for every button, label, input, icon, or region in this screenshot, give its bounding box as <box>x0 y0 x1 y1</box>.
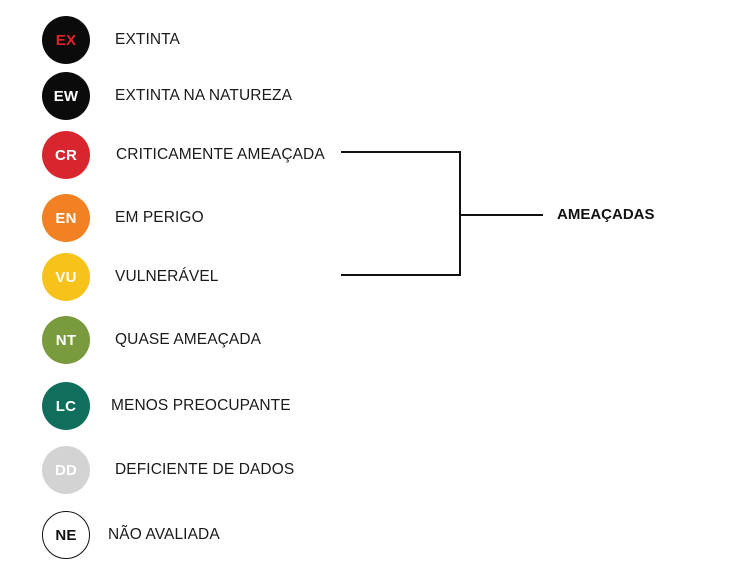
status-badge-en: EN <box>42 194 90 242</box>
status-badge-vu: VU <box>42 253 90 301</box>
category-label-vu: VULNERÁVEL <box>115 268 219 285</box>
category-label-cr: CRITICAMENTE AMEAÇADA <box>116 146 325 163</box>
category-label-en: EM PERIGO <box>115 209 204 226</box>
status-badge-ne: NE <box>42 511 90 559</box>
legend-item-lc: LC MENOS PREOCUPANTE <box>0 382 360 432</box>
legend-item-vu: VU VULNERÁVEL <box>0 253 360 303</box>
legend-item-cr: CR CRITICAMENTE AMEAÇADA <box>0 131 360 181</box>
legend-item-ew: EW EXTINTA NA NATUREZA <box>0 72 360 122</box>
legend-item-nt: NT QUASE AMEAÇADA <box>0 316 360 366</box>
legend-item-ne: NE NÃO AVALIADA <box>0 511 360 561</box>
status-badge-dd: DD <box>42 446 90 494</box>
status-badge-ew: EW <box>42 72 90 120</box>
status-badge-lc: LC <box>42 382 90 430</box>
status-badge-ex: EX <box>42 16 90 64</box>
legend-item-dd: DD DEFICIENTE DE DADOS <box>0 446 360 496</box>
category-label-ne: NÃO AVALIADA <box>108 526 220 543</box>
legend-item-en: EN EM PERIGO <box>0 194 360 244</box>
category-label-ex: EXTINTA <box>115 31 181 48</box>
category-label-nt: QUASE AMEAÇADA <box>115 331 262 348</box>
category-label-dd: DEFICIENTE DE DADOS <box>115 461 295 478</box>
category-label-ew: EXTINTA NA NATUREZA <box>115 87 293 104</box>
status-badge-cr: CR <box>42 131 90 179</box>
legend-item-ex: EX EXTINTA <box>0 16 360 66</box>
category-label-lc: MENOS PREOCUPANTE <box>111 397 291 414</box>
threatened-group-label: AMEAÇADAS <box>557 206 655 223</box>
status-badge-nt: NT <box>42 316 90 364</box>
